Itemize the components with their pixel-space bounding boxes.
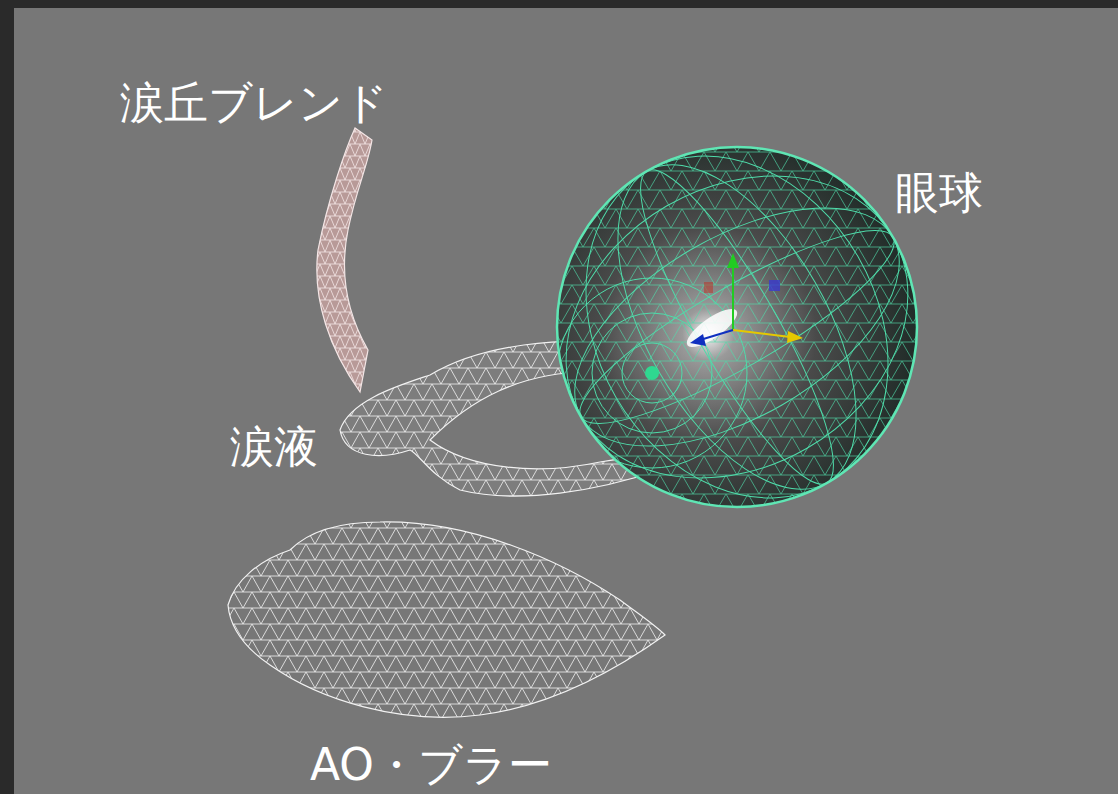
part-label: AO・ブラー	[310, 740, 552, 791]
part-label: 涙液	[230, 422, 318, 473]
part-label: 眼球	[895, 168, 983, 219]
part-label: 涙丘ブレンド	[120, 78, 388, 129]
